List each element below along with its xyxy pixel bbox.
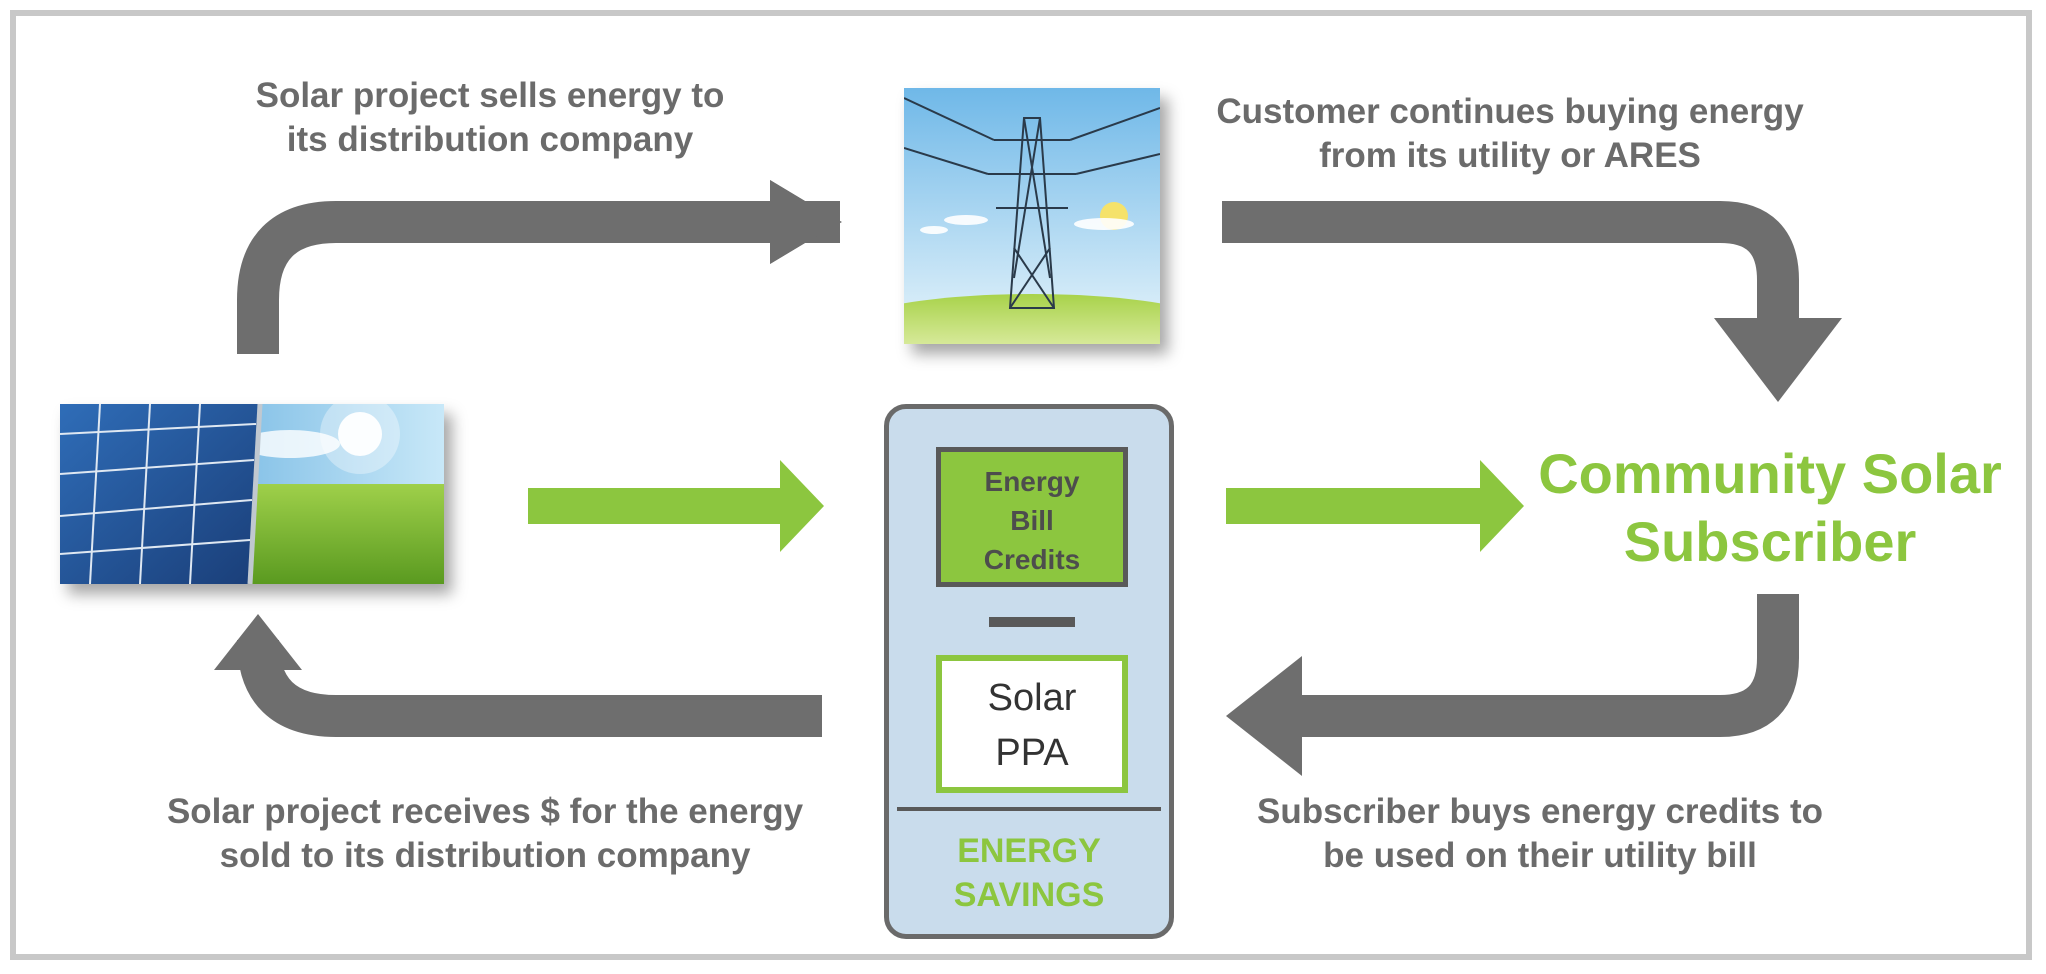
caption-line: Solar project sells energy to [255,76,725,115]
sum-divider-line [897,807,1161,811]
credits-line: Energy [984,466,1080,497]
energy-bill-credits-box: Energy Bill Credits [936,447,1128,587]
subscriber-line: Community Solar [1538,442,2002,505]
caption-receives-payment: Solar project receives $ for the energy … [130,790,840,878]
solar-panels-image [60,404,444,584]
caption-continues-buying: Customer continues buying energy from it… [1180,90,1840,178]
credits-line: Credits [983,544,1081,575]
credits-line: Bill [1010,505,1054,536]
arrow-continues-buying-head [1714,318,1842,402]
minus-sign [989,617,1075,627]
savings-line: ENERGY [957,832,1101,870]
arrow-continues-buying [1222,201,1799,330]
energy-savings-label: ENERGY SAVINGS [889,829,1169,917]
savings-line: SAVINGS [953,876,1105,914]
caption-line: Solar project receives $ for the energy [166,792,804,831]
caption-line: from its utility or ARES [1319,136,1701,175]
arrow-receives-payment-head [214,614,302,670]
caption-line: be used on their utility bill [1323,836,1757,875]
caption-buys-credits: Subscriber buys energy credits to be use… [1220,790,1860,878]
caption-line: its distribution company [286,120,694,159]
green-arrow-left-shaft [528,488,786,524]
caption-line: sold to its distribution company [219,836,751,875]
solar-ppa-box: Solar PPA [936,655,1128,793]
green-arrow-right-head [1480,460,1524,552]
ppa-line: PPA [995,732,1069,774]
energy-savings-box: Energy Bill Credits Solar PPA ENERGY SAV… [884,404,1174,939]
transmission-tower-image [904,88,1160,344]
ppa-line: Solar [987,677,1077,719]
subscriber-line: Subscriber [1623,510,1917,573]
arrow-buys-credits [1290,594,1799,737]
caption-sells-energy: Solar project sells energy to its distri… [190,74,790,162]
caption-line: Subscriber buys energy credits to [1256,792,1823,831]
community-solar-subscriber-label: Community Solar Subscriber [1500,440,2040,576]
caption-line: Customer continues buying energy [1216,92,1804,131]
arrow-buys-credits-head [1226,656,1302,776]
arrow-receives-payment [237,639,822,737]
green-arrow-right-shaft [1226,488,1488,524]
arrow-sells-energy [237,201,840,354]
